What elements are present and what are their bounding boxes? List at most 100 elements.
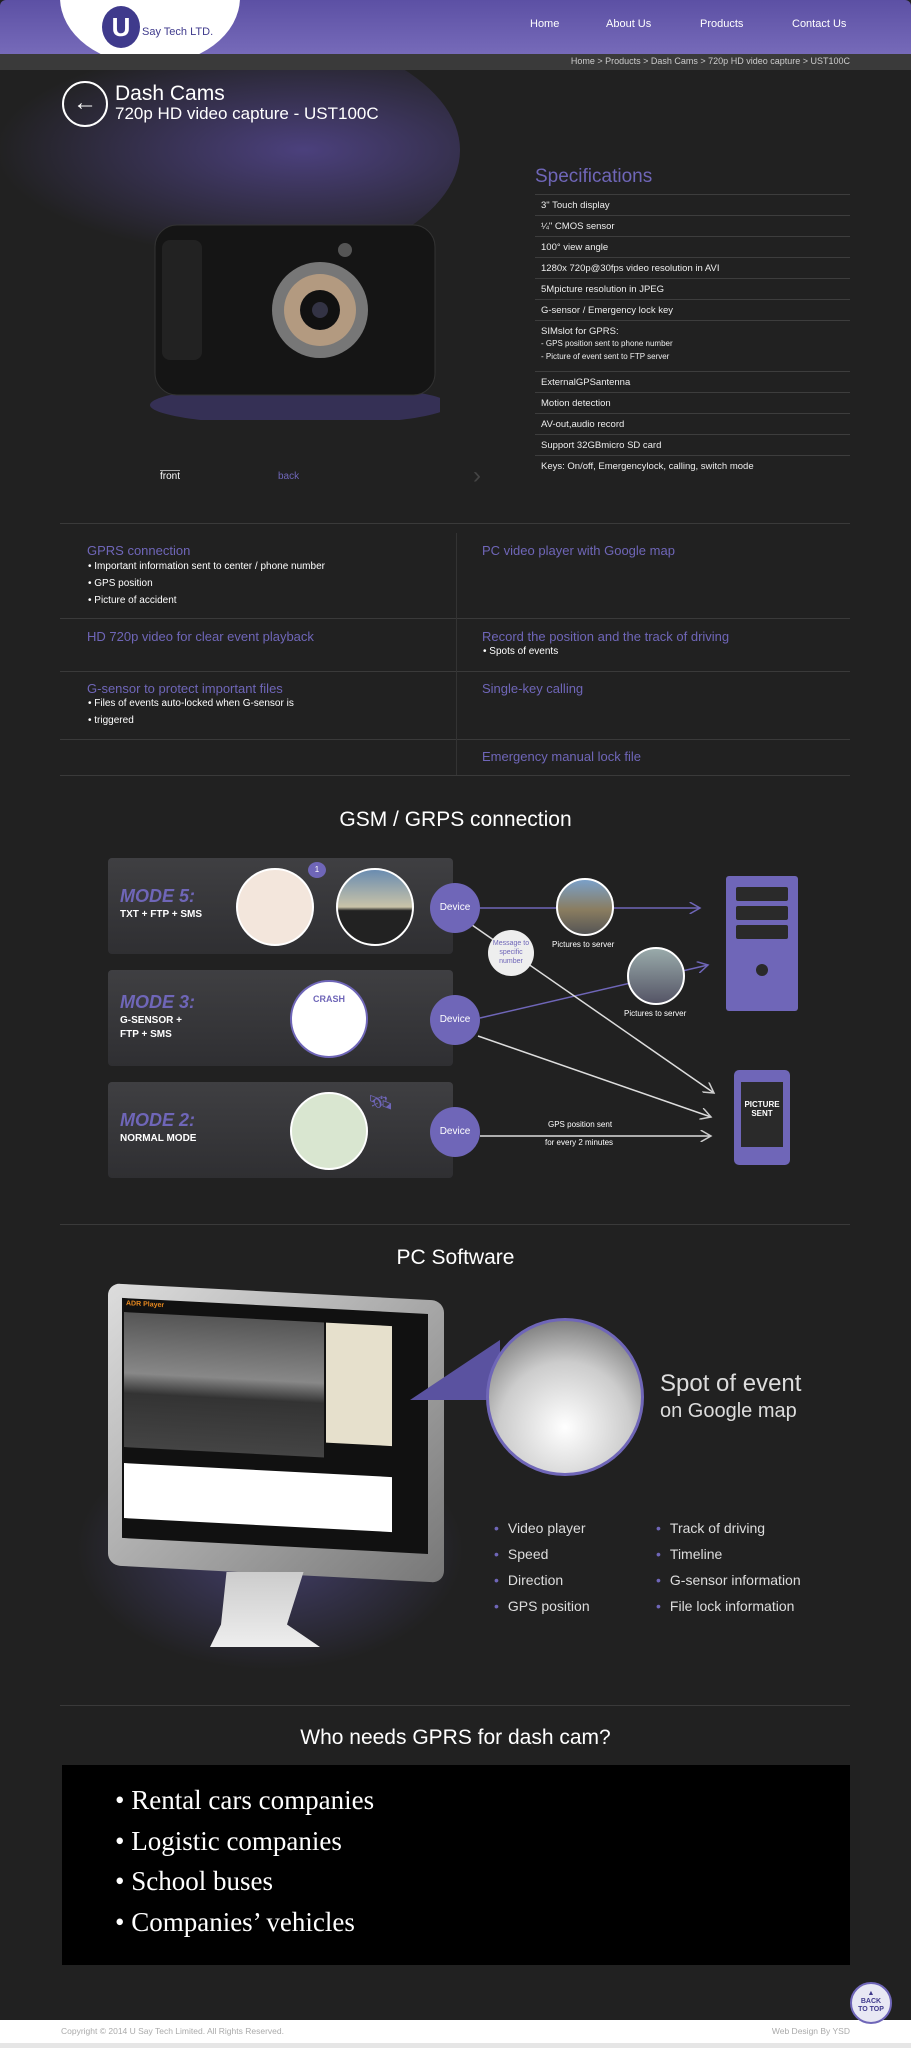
feature-bullet-text: Files of events auto-locked when G-senso… xyxy=(94,698,294,709)
device-node: Device xyxy=(430,883,480,933)
spec-sim-sub: - GPS position sent to phone number xyxy=(541,339,673,348)
divider xyxy=(60,618,850,619)
copyright: Copyright © 2014 U Say Tech Limited. All… xyxy=(61,2026,284,2036)
divider xyxy=(60,1224,850,1225)
spec-item: 5Mpicture resolution in JPEG xyxy=(535,278,850,300)
who-item: • Companies’ vehicles xyxy=(115,1907,355,1937)
spec-item: 1280x 720p@30fps video resolution in AVI xyxy=(535,257,850,279)
driving-image xyxy=(336,868,414,946)
pc-feature: Speed xyxy=(494,1546,548,1562)
divider xyxy=(60,739,850,740)
logo-mark: U xyxy=(102,6,140,48)
spot-title: Spot of event xyxy=(660,1370,802,1397)
page-title: Dash Cams xyxy=(115,82,225,105)
pictures-label: Pictures to server xyxy=(552,940,615,949)
spec-item-sim: SIMslot for GPRS: - GPS position sent to … xyxy=(535,320,850,371)
breadcrumb-bar: Home > Products > Dash Cams > 720p HD vi… xyxy=(0,54,911,70)
thumb-front[interactable]: front xyxy=(160,470,181,482)
feature-title: PC video player with Google map xyxy=(482,543,675,558)
who-title: Who needs GPRS for dash cam? xyxy=(300,1726,611,1749)
spec-item: Keys: On/off, Emergencylock, calling, sw… xyxy=(535,455,850,477)
who-item-text: Logistic companies xyxy=(131,1826,342,1856)
breadcrumb[interactable]: Home > Products > Dash Cams > 720p HD vi… xyxy=(570,56,850,66)
divider xyxy=(456,533,457,775)
monitor-image: ADR Player xyxy=(108,1283,444,1583)
feature-title: Emergency manual lock file xyxy=(482,749,641,764)
feature-bullet-text: triggered xyxy=(94,715,134,726)
feature-title: HD 720p video for clear event playback xyxy=(87,629,314,644)
spec-item: ¼" CMOS sensor xyxy=(535,215,850,237)
notification-badge: 1 xyxy=(308,862,326,878)
crash-icon: CRASH xyxy=(290,980,368,1058)
spec-item: Support 32GBmicro SD card xyxy=(535,434,850,456)
spot-subtitle: on Google map xyxy=(660,1400,797,1422)
who-item: • Logistic companies xyxy=(115,1826,342,1856)
back-to-top-label: TO TOP xyxy=(858,2006,884,2013)
pictures-label: Pictures to server xyxy=(624,1009,687,1018)
specs-title: Specifications xyxy=(535,166,653,187)
phone-label: PICTURE SENT xyxy=(744,1100,780,1118)
mode-desc: G-SENSOR + FTP + SMS xyxy=(120,1015,182,1040)
feature-bullet: • Picture of accident xyxy=(88,595,177,606)
spec-item: AV-out,audio record xyxy=(535,413,850,435)
pc-feature: Timeline xyxy=(656,1546,722,1562)
divider xyxy=(60,671,850,672)
nav-about[interactable]: About Us xyxy=(606,18,652,30)
mode-name: MODE 3: xyxy=(120,992,196,1012)
feature-bullet: • Important information sent to center /… xyxy=(88,561,325,572)
spec-item: 100° view angle xyxy=(535,236,850,258)
feature-title: GPRS connection xyxy=(87,543,191,558)
footer: Copyright © 2014 U Say Tech Limited. All… xyxy=(0,2020,911,2043)
nav-products[interactable]: Products xyxy=(700,18,744,30)
nav-contact[interactable]: Contact Us xyxy=(792,18,847,30)
spec-item: 3" Touch display xyxy=(535,194,850,216)
spec-item: Motion detection xyxy=(535,392,850,414)
spec-sim-sub: - Picture of event sent to FTP server xyxy=(541,352,670,361)
who-box xyxy=(62,1765,850,1965)
mode-3-card: MODE 3: G-SENSOR + FTP + SMS xyxy=(108,970,453,1066)
spec-sim-label: SIMslot for GPRS: xyxy=(541,326,619,337)
dash-cam-image xyxy=(150,224,440,420)
road-image xyxy=(556,878,614,936)
pc-feature: Track of driving xyxy=(656,1520,765,1536)
back-to-top-label: BACK xyxy=(860,1998,882,2005)
who-item: • School buses xyxy=(115,1866,273,1896)
who-item-text: Companies’ vehicles xyxy=(131,1907,355,1937)
pc-feature: File lock information xyxy=(656,1598,795,1614)
gps-label: for every 2 minutes xyxy=(545,1138,614,1147)
who-item: • Rental cars companies xyxy=(115,1785,375,1815)
pc-title: PC Software xyxy=(396,1246,515,1269)
mode-name: MODE 5: xyxy=(120,886,196,906)
who-item-text: School buses xyxy=(131,1866,273,1896)
device-node: Device xyxy=(430,1107,480,1157)
chevron-right-icon[interactable]: › xyxy=(473,462,481,489)
spec-item: G-sensor / Emergency lock key xyxy=(535,299,850,321)
mode-desc: TXT + FTP + SMS xyxy=(120,909,203,920)
accident-zoom-image xyxy=(486,1318,644,1476)
feature-bullet: • Spots of events xyxy=(483,646,559,657)
feature-bullet-text: Important information sent to center / p… xyxy=(94,561,325,572)
pc-feature: GPS position xyxy=(494,1598,590,1614)
feature-bullet: • triggered xyxy=(88,715,134,726)
divider xyxy=(60,523,850,524)
divider xyxy=(60,775,850,776)
app-name: ADR Player xyxy=(126,1300,165,1310)
satellite-icon: 🛰 xyxy=(368,1092,394,1114)
thumb-back[interactable]: back xyxy=(278,471,300,482)
back-arrow-icon[interactable]: ← xyxy=(62,81,108,127)
gsm-diagram-lines xyxy=(471,876,798,1165)
gps-label: GPS position sent xyxy=(548,1120,613,1129)
gsm-title: GSM / GRPS connection xyxy=(339,808,572,831)
device-node: Device xyxy=(430,995,480,1045)
feature-bullet-text: Spots of events xyxy=(489,646,559,657)
pc-feature: Direction xyxy=(494,1572,563,1588)
credit-link[interactable]: Web Design By YSD xyxy=(771,2026,850,2036)
message-bubble: Message to specific number xyxy=(488,930,534,976)
divider xyxy=(60,1705,850,1706)
nav-home[interactable]: Home xyxy=(530,18,560,30)
feature-title: G-sensor to protect important files xyxy=(87,681,283,696)
mode-desc: NORMAL MODE xyxy=(120,1133,197,1144)
feature-bullet: • Files of events auto-locked when G-sen… xyxy=(88,698,294,709)
